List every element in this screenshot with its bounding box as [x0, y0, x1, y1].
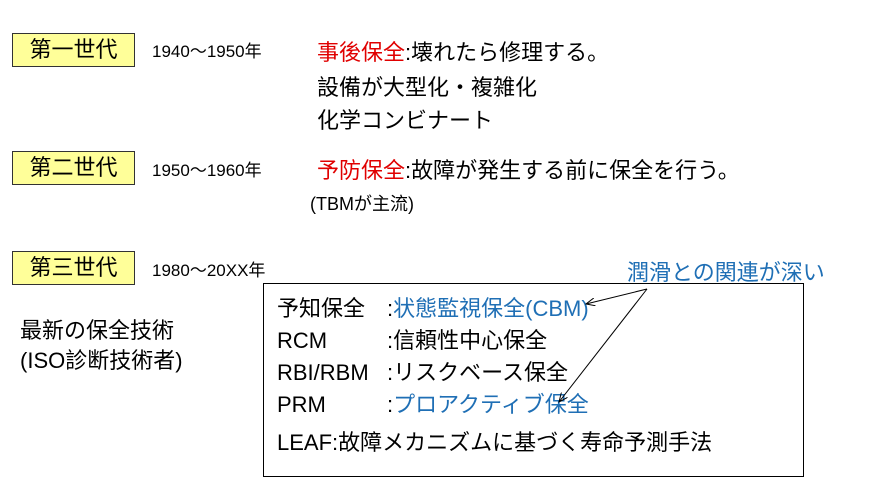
item-val: リスクベース保全 — [393, 360, 569, 385]
item-sep: : — [387, 392, 394, 417]
item-sep: : — [332, 430, 339, 455]
gen1-years: 1940〜1950年 — [152, 42, 262, 61]
item-val: 故障メカニズムに基づく寿命予測手法 — [338, 430, 713, 455]
gen2-years: 1950〜1960年 — [152, 161, 262, 180]
item-rbi: RBI/RBM:リスクベース保全 — [277, 355, 568, 387]
gen3-years: 1980〜20XX年 — [152, 261, 266, 280]
gen2-heading: 予防保全:故障が発生する前に保全を行う。 — [317, 153, 740, 185]
side-text-2: (ISO診断技術者) — [20, 348, 183, 373]
side-text-1: 最新の保全技術 — [20, 318, 175, 343]
item-val: 状態監視保全(CBM) — [393, 296, 589, 321]
callout-text: 潤滑との関連が深い — [627, 260, 825, 285]
item-key: LEAF — [277, 430, 333, 455]
gen1-desc: :壊れたら修理する。 — [405, 40, 610, 65]
item-key: PRM — [277, 392, 326, 417]
gen1-title: 事後保全 — [317, 40, 406, 65]
item-key: 予知保全 — [277, 296, 366, 321]
item-key: RBI/RBM — [277, 360, 369, 385]
gen1-line3: 化学コンビナート — [317, 108, 494, 133]
item-cbm: 予知保全:状態監視保全(CBM) — [277, 291, 589, 323]
item-sep: : — [387, 328, 394, 353]
item-key: RCM — [277, 328, 328, 353]
methods-box — [263, 283, 804, 477]
gen1-line2: 設備が大型化・複雑化 — [317, 75, 538, 100]
gen2-desc: :故障が発生する前に保全を行う。 — [405, 158, 740, 183]
gen1-label: 第一世代 — [12, 33, 135, 67]
item-leaf: LEAF:故障メカニズムに基づく寿命予測手法 — [277, 425, 712, 457]
item-sep: : — [387, 296, 394, 321]
gen2-note: (TBMが主流) — [310, 194, 414, 214]
item-val: 信頼性中心保全 — [393, 328, 548, 353]
arrow-to-prm — [559, 288, 648, 402]
item-rcm: RCM:信頼性中心保全 — [277, 323, 547, 355]
gen2-title: 予防保全 — [317, 158, 406, 183]
gen1-heading: 事後保全:壊れたら修理する。 — [317, 35, 609, 67]
item-prm: PRM:プロアクティブ保全 — [277, 387, 589, 419]
gen2-label: 第二世代 — [12, 151, 135, 185]
item-sep: : — [387, 360, 394, 385]
arrow-to-cbm — [586, 288, 648, 304]
gen3-label: 第三世代 — [12, 251, 135, 285]
item-val: プロアクティブ保全 — [393, 392, 589, 417]
